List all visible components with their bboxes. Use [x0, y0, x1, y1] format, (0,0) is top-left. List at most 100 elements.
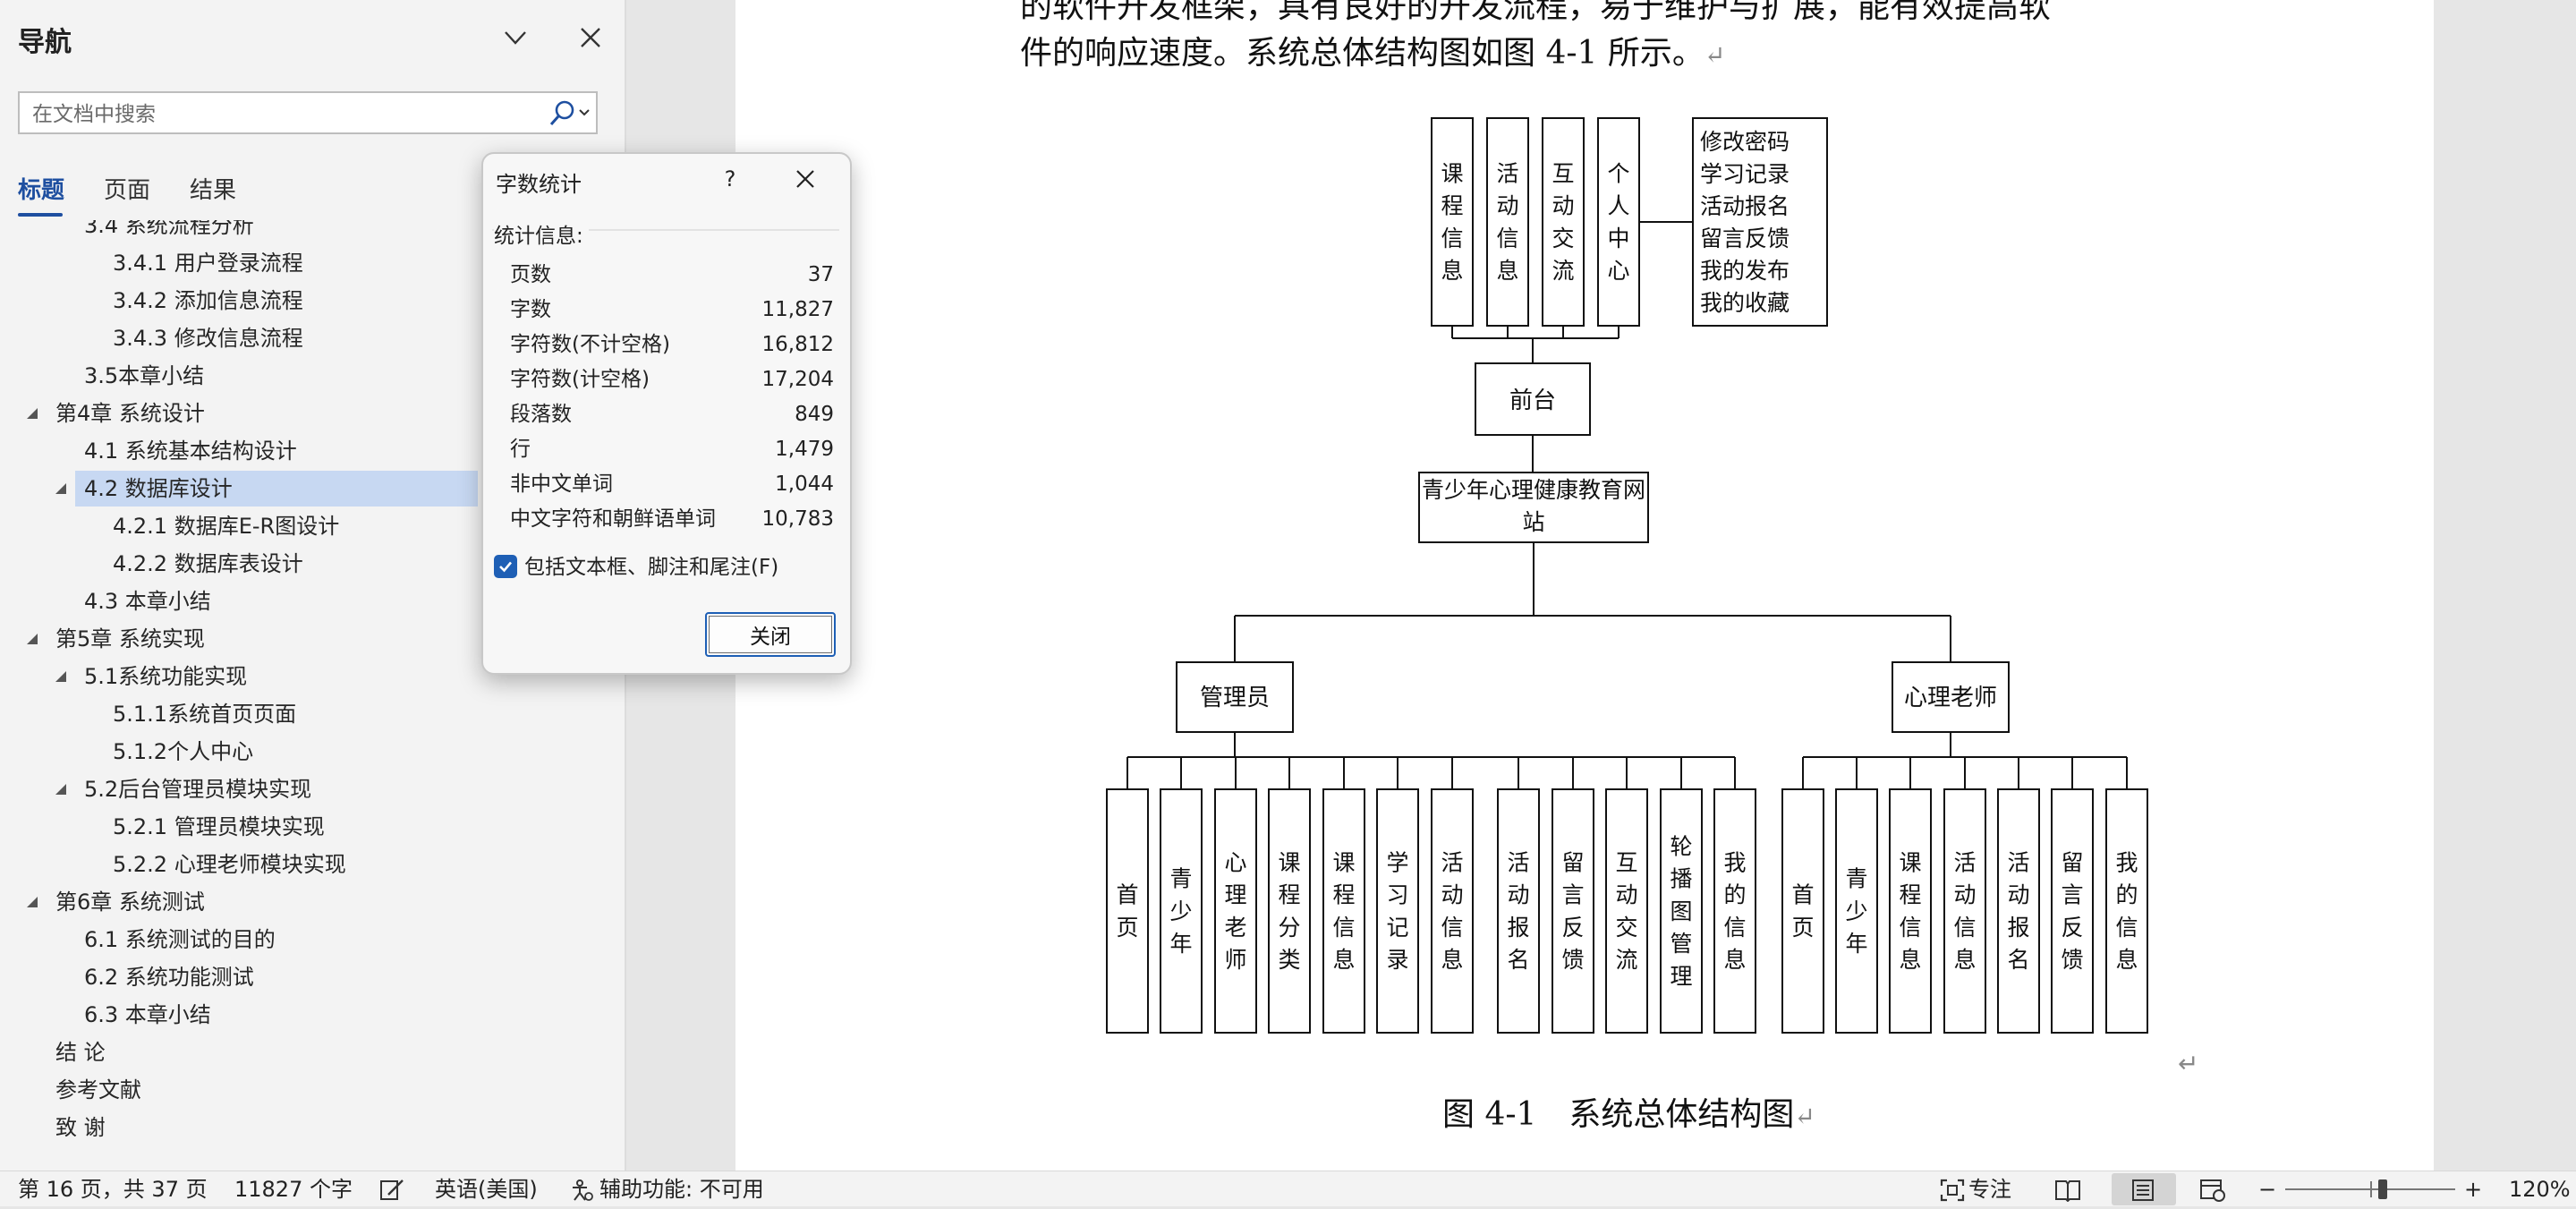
outline-item-label: 第6章 系统测试 — [55, 890, 205, 915]
zoom-out-icon[interactable]: − — [2258, 1177, 2277, 1202]
web-layout-icon[interactable] — [2199, 1179, 2226, 1207]
front-module-box — [1431, 117, 1474, 327]
zoom-slider-center-tick — [2370, 1181, 2372, 1197]
tab-results[interactable]: 结果 — [190, 177, 237, 204]
personal-center-list-box — [1692, 117, 1828, 327]
statistic-value: 17,204 — [761, 368, 834, 391]
language-status[interactable]: 英语(美国) — [435, 1177, 538, 1202]
teacher-box — [1892, 661, 2010, 733]
tab-headings[interactable]: 标题 — [18, 177, 65, 204]
collapse-triangle-icon[interactable] — [27, 634, 38, 644]
diagram-label: 课程信息 — [1332, 849, 1355, 973]
front-module-box — [1542, 117, 1585, 327]
outline-item-label: 3.5本章小结 — [84, 363, 205, 388]
diagram-label: 活动信息 — [1441, 849, 1463, 973]
outline-item-label: 5.1.2个人中心 — [113, 739, 254, 764]
focus-mode[interactable]: 专注 — [1968, 1177, 2011, 1202]
dialog-close-icon[interactable] — [784, 161, 827, 197]
zoom-slider-thumb[interactable] — [2377, 1179, 2387, 1199]
diagram-label: 我的信息 — [2115, 849, 2138, 973]
statistic-value: 10,783 — [761, 507, 834, 531]
diagram-label: 修改密码 — [1700, 129, 1790, 155]
diagram-label: 心理老师 — [1224, 849, 1246, 973]
diagram-label: 活动信息 — [1953, 849, 1976, 973]
collapse-triangle-icon[interactable] — [55, 483, 66, 494]
admin-box — [1176, 661, 1294, 733]
front-module-box — [1597, 117, 1640, 327]
close-button[interactable]: 关闭 — [705, 612, 836, 657]
help-button[interactable]: ? — [724, 166, 736, 192]
diagram-label: 心理老师 — [1904, 685, 1997, 711]
diagram-label: 活动报名 — [1700, 193, 1790, 219]
outline-item-label: 6.2 系统功能测试 — [84, 965, 254, 990]
diagram-label: 我的发布 — [1700, 258, 1790, 284]
search-icon[interactable] — [544, 97, 594, 131]
teacher-module-box — [2051, 788, 2094, 1034]
document-page: 的软件开发框架，具有良好的开发流程，易于维护与扩展，能有效提高软 件的响应速度。… — [735, 0, 2434, 1171]
outline-item-label: 6.3 本章小结 — [84, 1002, 211, 1027]
structure-diagram: 课程信息活动信息互动交流个人中心修改密码学习记录活动报名留言反馈我的发布我的收藏… — [1106, 117, 2148, 1034]
diagram-label: 互动交流 — [1552, 160, 1574, 284]
admin-module-box — [1497, 788, 1540, 1034]
collapse-triangle-icon[interactable] — [55, 671, 66, 682]
outline-item-label: 4.1 系统基本结构设计 — [84, 438, 297, 464]
outline-item-label: 4.2.1 数据库E-R图设计 — [113, 514, 340, 539]
accessibility-icon — [569, 1179, 594, 1207]
zoom-in-icon[interactable]: + — [2464, 1177, 2483, 1202]
teacher-module-box — [1835, 788, 1878, 1034]
include-textboxes-checkbox[interactable] — [494, 555, 517, 578]
teacher-module-box — [1781, 788, 1824, 1034]
statistic-value: 1,479 — [775, 438, 834, 461]
root-box — [1418, 472, 1649, 543]
dialog-title: 字数统计 — [496, 172, 582, 197]
statistic-label: 行 — [510, 438, 531, 461]
word-count[interactable]: 11827 个字 — [234, 1177, 353, 1202]
outline-item-label: 5.2后台管理员模块实现 — [84, 777, 312, 802]
admin-module-box — [1713, 788, 1756, 1034]
outline-item-label: 4.2 数据库设计 — [84, 476, 233, 501]
nav-close-icon[interactable] — [565, 14, 616, 61]
admin-module-box — [1214, 788, 1257, 1034]
caption-text: 图 4-1 系统总体结构图 — [1442, 1096, 1795, 1133]
outline-item-label: 致 谢 — [55, 1115, 106, 1140]
zoom-level[interactable]: 120% — [2509, 1177, 2571, 1202]
focus-icon[interactable] — [1940, 1179, 1965, 1207]
document-margin — [2434, 0, 2576, 1171]
statistic-value: 37 — [807, 263, 834, 286]
outline-item[interactable]: 4.2 数据库设计 — [55, 471, 478, 507]
tab-pages[interactable]: 页面 — [104, 177, 151, 204]
teacher-module-box — [1997, 788, 2040, 1034]
include-textboxes-label[interactable]: 包括文本框、脚注和尾注(F) — [524, 556, 779, 579]
statistic-label: 字符数(计空格) — [510, 368, 650, 391]
diagram-label: 互动交流 — [1615, 849, 1637, 973]
collapse-triangle-icon[interactable] — [27, 897, 38, 907]
collapse-triangle-icon[interactable] — [55, 784, 66, 795]
admin-module-box — [1106, 788, 1149, 1034]
admin-module-box — [1160, 788, 1203, 1034]
accessibility-status[interactable]: 辅助功能: 不可用 — [599, 1177, 764, 1202]
outline-item-label: 3.4.2 添加信息流程 — [113, 288, 303, 313]
page-count[interactable]: 第 16 页，共 37 页 — [18, 1177, 208, 1202]
read-mode-icon[interactable] — [2054, 1179, 2081, 1207]
paragraph-text: 件的响应速度。系统总体结构图如图 4-1 所示。 — [1020, 35, 1705, 72]
proofing-icon[interactable] — [379, 1179, 406, 1207]
search-input[interactable] — [30, 98, 535, 131]
diagram-label: 我的信息 — [1723, 849, 1746, 973]
collapse-triangle-icon[interactable] — [27, 408, 38, 419]
print-layout-icon[interactable] — [2130, 1179, 2156, 1207]
outline-item-label: 5.2.2 心理老师模块实现 — [113, 852, 346, 877]
document-text-partial: 的软件开发框架，具有良好的开发流程，易于维护与扩展，能有效提高软 — [1020, 0, 2052, 25]
admin-module-box — [1660, 788, 1703, 1034]
admin-module-box — [1605, 788, 1648, 1034]
nav-options-chevron-icon[interactable] — [490, 14, 540, 61]
diagram-label: 活动报名 — [2007, 849, 2029, 973]
outline-item-label: 结 论 — [55, 1040, 106, 1065]
outline-item-label: 4.2.2 数据库表设计 — [113, 551, 303, 576]
diagram-label: 学习记录 — [1386, 849, 1408, 973]
diagram-label: 青少年心理健康教育网站 — [1422, 477, 1645, 535]
diagram-label: 我的收藏 — [1700, 290, 1790, 316]
